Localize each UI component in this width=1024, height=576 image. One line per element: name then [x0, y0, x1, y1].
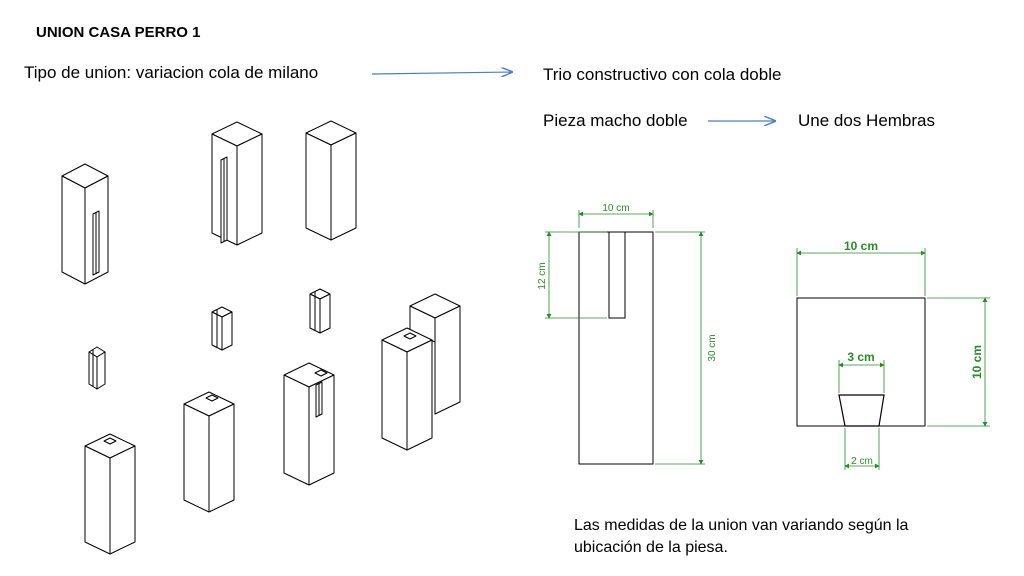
- iso-assembly-pair: [381, 293, 461, 451]
- note-line-1: Las medidas de la union van variando seg…: [574, 517, 909, 534]
- iso-piece-slotted-2: [211, 121, 263, 246]
- union-type-text: Tipo de union: variacion cola de milano: [24, 63, 319, 82]
- note-line-2: ubicación de la piesa.: [574, 539, 728, 556]
- dovetail-bottom-label: 2 cm: [851, 456, 873, 467]
- front-width-label: 10 cm: [602, 203, 629, 214]
- iso-piece-small-dovetail-2: [211, 306, 233, 351]
- iso-piece-small-dovetail-1: [88, 346, 106, 390]
- front-height-label: 30 cm: [707, 334, 718, 361]
- top-view-dovetail: [838, 394, 885, 427]
- arrow-union-to-trio: [371, 72, 512, 74]
- iso-piece-small-dovetail-3: [309, 288, 331, 334]
- top-view-drawing: 10 cm 10 cm 3 cm 2 cm: [796, 239, 990, 470]
- iso-piece-notched-1: [84, 433, 136, 555]
- top-height-label: 10 cm: [970, 345, 984, 379]
- slide-title: UNION CASA PERRO 1: [36, 24, 201, 41]
- male-piece-text: Pieza macho doble: [543, 111, 688, 130]
- iso-piece-slotted-3: [283, 362, 335, 486]
- front-slot-label: 12 cm: [537, 262, 548, 289]
- iso-piece-slotted-1: [61, 163, 109, 285]
- top-width-label: 10 cm: [844, 239, 878, 253]
- front-view-outline: [578, 231, 654, 465]
- joins-text: Une dos Hembras: [798, 111, 936, 130]
- dovetail-top-label: 3 cm: [847, 350, 874, 364]
- front-view-drawing: 10 cm 12 cm 30 cm: [537, 203, 718, 465]
- construction-text: Trio constructivo con cola doble: [543, 65, 782, 84]
- front-view-slot: [608, 231, 626, 319]
- iso-piece-plain-column: [305, 120, 357, 241]
- note-text: Las medidas de la union van variando seg…: [574, 515, 994, 559]
- iso-piece-notched-2: [183, 391, 235, 513]
